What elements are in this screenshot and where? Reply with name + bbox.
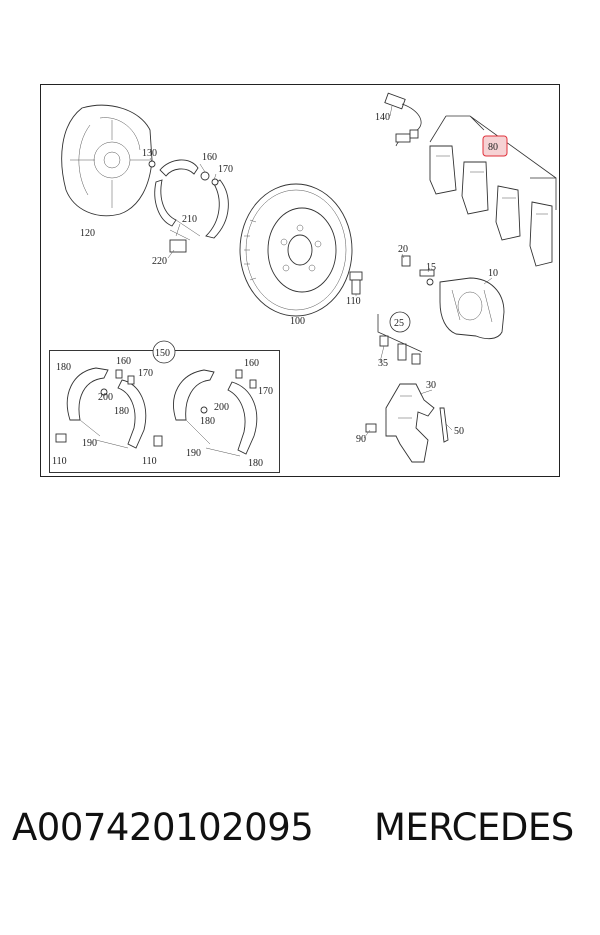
callout-label-110-inset: 110 <box>142 456 157 467</box>
callout-label-110-centre: 110 <box>346 296 361 307</box>
callout-label-170-left: 170 <box>138 368 153 379</box>
callout-label-10: 10 <box>488 268 498 279</box>
callout-label-200-right: 200 <box>214 402 229 413</box>
brake-disc <box>239 183 353 317</box>
callout-label-35: 35 <box>378 358 388 369</box>
callout-label-160-right: 160 <box>244 358 259 369</box>
callout-label-25: 25 <box>394 318 404 329</box>
callout-label-130: 130 <box>142 148 157 159</box>
parking-brake-shoe-set-right <box>173 369 258 457</box>
guide-pin-kit <box>377 314 423 365</box>
callout-label-110-left: 110 <box>52 456 67 467</box>
callout-label-50: 50 <box>454 426 464 437</box>
bleed-screw <box>401 255 435 286</box>
callout-label-210: 210 <box>182 214 197 225</box>
brake-pad-set <box>429 115 557 267</box>
parking-brake-shoe-upper <box>148 159 229 253</box>
callout-label-20: 20 <box>398 244 408 255</box>
callout-label-170-right: 170 <box>258 386 273 397</box>
callout-label-150: 150 <box>155 348 170 359</box>
brake-caliper <box>439 277 505 340</box>
callout-label-200-left: 200 <box>98 392 113 403</box>
parking-brake-shoe-set-left <box>55 367 163 449</box>
brand-name: MERCEDES <box>374 806 574 849</box>
caliper-bolt <box>349 271 363 295</box>
footer: A007420102095 MERCEDES <box>12 806 592 856</box>
callout-label-180-right-bottom: 180 <box>248 458 263 469</box>
highlighted-callout-80 <box>482 135 508 157</box>
dust-shield <box>61 104 153 217</box>
caliper-carrier <box>365 383 449 463</box>
callout-label-120: 120 <box>80 228 95 239</box>
callout-label-140: 140 <box>375 112 390 123</box>
callout-label-170-top: 170 <box>218 164 233 175</box>
part-number: A007420102095 <box>12 806 314 849</box>
callout-label-180-left-mid: 180 <box>114 406 129 417</box>
callout-label-180-left-top: 180 <box>56 362 71 373</box>
wear-sensor <box>384 92 422 147</box>
callout-label-160-top: 160 <box>202 152 217 163</box>
callout-label-15: 15 <box>426 262 436 273</box>
callout-label-220: 220 <box>152 256 167 267</box>
callout-label-90: 90 <box>356 434 366 445</box>
callout-label-100: 100 <box>290 316 305 327</box>
callout-label-180-right-mid: 180 <box>200 416 215 427</box>
brake-parts-diagram: 80 140 130 160 170 210 220 120 20 15 10 … <box>40 84 560 477</box>
callout-150-circle <box>152 340 176 364</box>
callout-label-160-left: 160 <box>116 356 131 367</box>
callout-25-circle <box>389 311 411 333</box>
callout-label-190-left: 190 <box>82 438 97 449</box>
callout-label-80: 80 <box>488 142 498 153</box>
callout-label-30: 30 <box>426 380 436 391</box>
callout-label-190-right: 190 <box>186 448 201 459</box>
